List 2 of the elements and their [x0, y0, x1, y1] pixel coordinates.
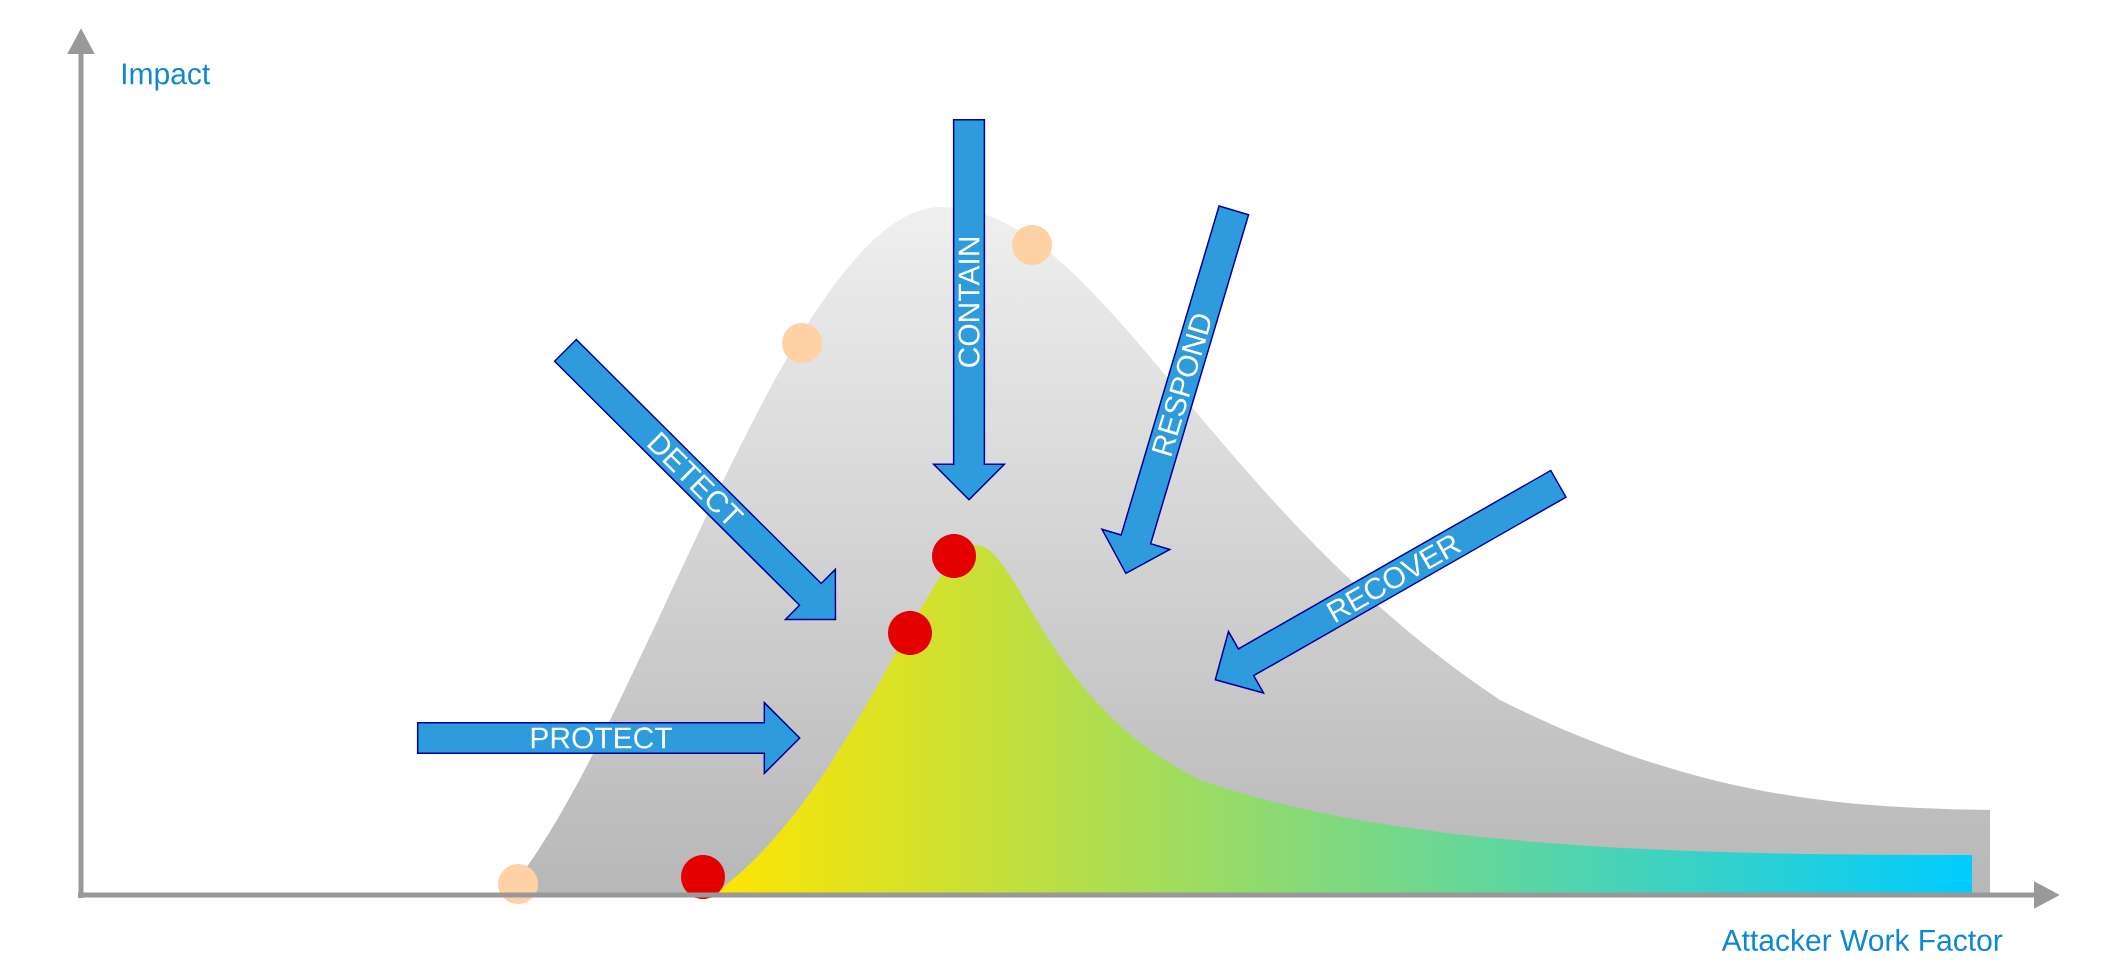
axis-label: Attacker Work Factor [1721, 929, 2003, 951]
axis-label: Impact [123, 63, 210, 91]
